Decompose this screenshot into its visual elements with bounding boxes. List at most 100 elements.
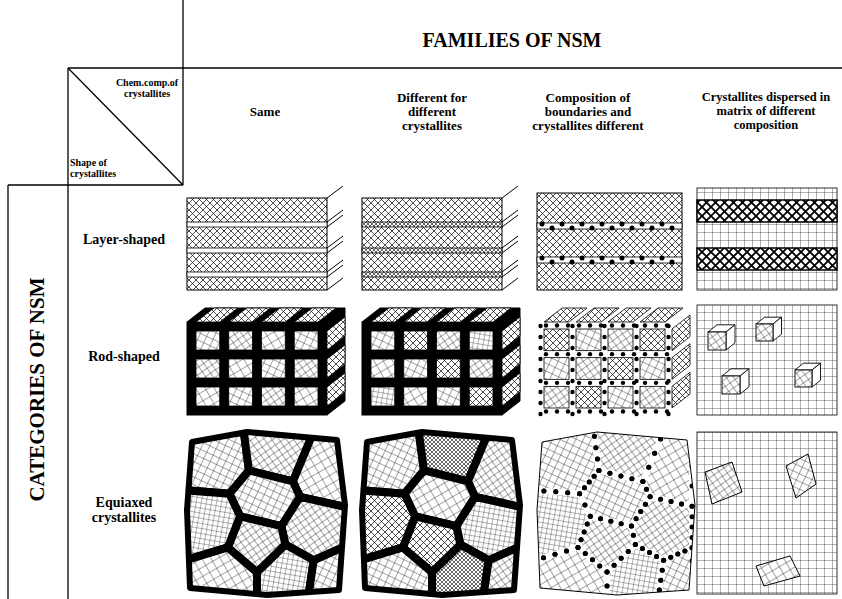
boundary-atom (626, 549, 631, 554)
boundary-atom (632, 381, 636, 385)
crystallite-face (795, 370, 812, 387)
boundary-phase (187, 308, 345, 322)
rod-end (294, 308, 336, 322)
boundary-atom (530, 439, 535, 444)
boundary-atom (538, 390, 542, 394)
boundary-atom (612, 563, 617, 568)
boundary-phase (362, 308, 520, 322)
boundary-atom (610, 381, 614, 385)
rod-end (640, 308, 683, 322)
boundary-atom (530, 541, 535, 546)
boundary-atom (592, 434, 597, 439)
table-rule (7, 185, 8, 599)
boundary-atom (566, 409, 570, 413)
boundary-atom (654, 409, 658, 413)
boundary-atom (577, 491, 582, 496)
dispersed-crystallite (756, 556, 800, 586)
crystallite (578, 516, 635, 572)
layered-slab (187, 186, 343, 290)
boundary-atom (592, 434, 597, 439)
boundary-atom (619, 556, 624, 561)
boundary-atom (588, 323, 592, 327)
table-rule (8, 184, 183, 185)
boundary-atom (579, 537, 584, 542)
boundary-atom (575, 545, 580, 550)
table-rule (68, 67, 842, 68)
boundary-atom (655, 598, 660, 599)
boundary-atom (602, 335, 606, 339)
boundary-atom (588, 514, 593, 519)
boundary-atom (621, 352, 625, 356)
boundary-atom (530, 471, 535, 476)
boundary-atom (530, 505, 535, 510)
boundary-atom (570, 346, 574, 350)
rod-crystallite (262, 359, 286, 378)
rod-crystallite (196, 359, 220, 378)
boundary-atom (575, 545, 580, 550)
boundary-atom (629, 524, 634, 529)
boundary-atom (634, 516, 639, 521)
boundary-atom (633, 542, 638, 547)
crystallite-layer (697, 248, 837, 270)
boundary-phase (327, 308, 345, 415)
boundary-atom (530, 578, 535, 583)
boundary-atom (665, 323, 669, 327)
boundary-atom (587, 480, 592, 485)
boundary-atom (634, 516, 639, 521)
rod-crystallite (404, 359, 428, 378)
boundary-atom (631, 533, 636, 538)
boundary-atom (570, 412, 574, 416)
rod-crystallite (608, 329, 633, 351)
table-heading: FAMILIES OF NSM (352, 29, 672, 51)
crystallite-layer (537, 193, 682, 290)
boundary-atom (545, 423, 550, 428)
boundary-atom (541, 555, 546, 560)
boundary-atom (666, 390, 670, 394)
boundary-atom (600, 222, 605, 227)
boundary-atom (690, 558, 695, 563)
boundary-atom (690, 598, 695, 599)
boundary-atom (552, 552, 557, 557)
matrix (697, 432, 837, 594)
grain-cells (357, 425, 525, 599)
boundary-atom (610, 409, 614, 413)
boundary-atom (602, 368, 606, 372)
boundary-atom (654, 352, 658, 356)
layer-boundary (362, 248, 502, 253)
boundary-atom (538, 357, 542, 361)
boundary-atom (592, 474, 597, 479)
rod-crystallite (469, 359, 493, 378)
boundary-atom (570, 401, 574, 405)
boundary-atom (577, 381, 581, 385)
boundary-atom (647, 550, 652, 555)
boundary-atom (666, 368, 670, 372)
boundary-atom (593, 445, 598, 450)
boundary-atom (552, 552, 557, 557)
boundary-atom (654, 554, 659, 559)
rod-crystallite (404, 387, 428, 406)
rod-crystallite (229, 331, 253, 350)
boundary-phase (362, 322, 502, 415)
boundary-atom (538, 368, 542, 372)
boundary-atom (570, 260, 575, 265)
boundary-atom (544, 323, 548, 327)
boundary-atom (634, 357, 638, 361)
boundary-atom (585, 522, 590, 527)
depth-line (502, 236, 518, 248)
boundary-atom (620, 256, 625, 261)
boundary-atom (553, 489, 558, 494)
depth-line (502, 210, 518, 222)
boundary-atom (605, 584, 610, 589)
boundary-atom (621, 381, 625, 385)
boundary-atom (619, 521, 624, 526)
boundary-atom (577, 352, 581, 356)
grain-aggregate (357, 425, 525, 599)
boundary-atom (582, 529, 587, 534)
boundary-atom (590, 423, 595, 428)
rod-array (187, 308, 345, 415)
boundary-atom (605, 598, 610, 599)
grain-outline (537, 432, 695, 595)
boundary-atom (607, 471, 612, 476)
boundary-atom (670, 226, 675, 231)
column-header: Composition of boundaries and crystallit… (528, 91, 648, 134)
